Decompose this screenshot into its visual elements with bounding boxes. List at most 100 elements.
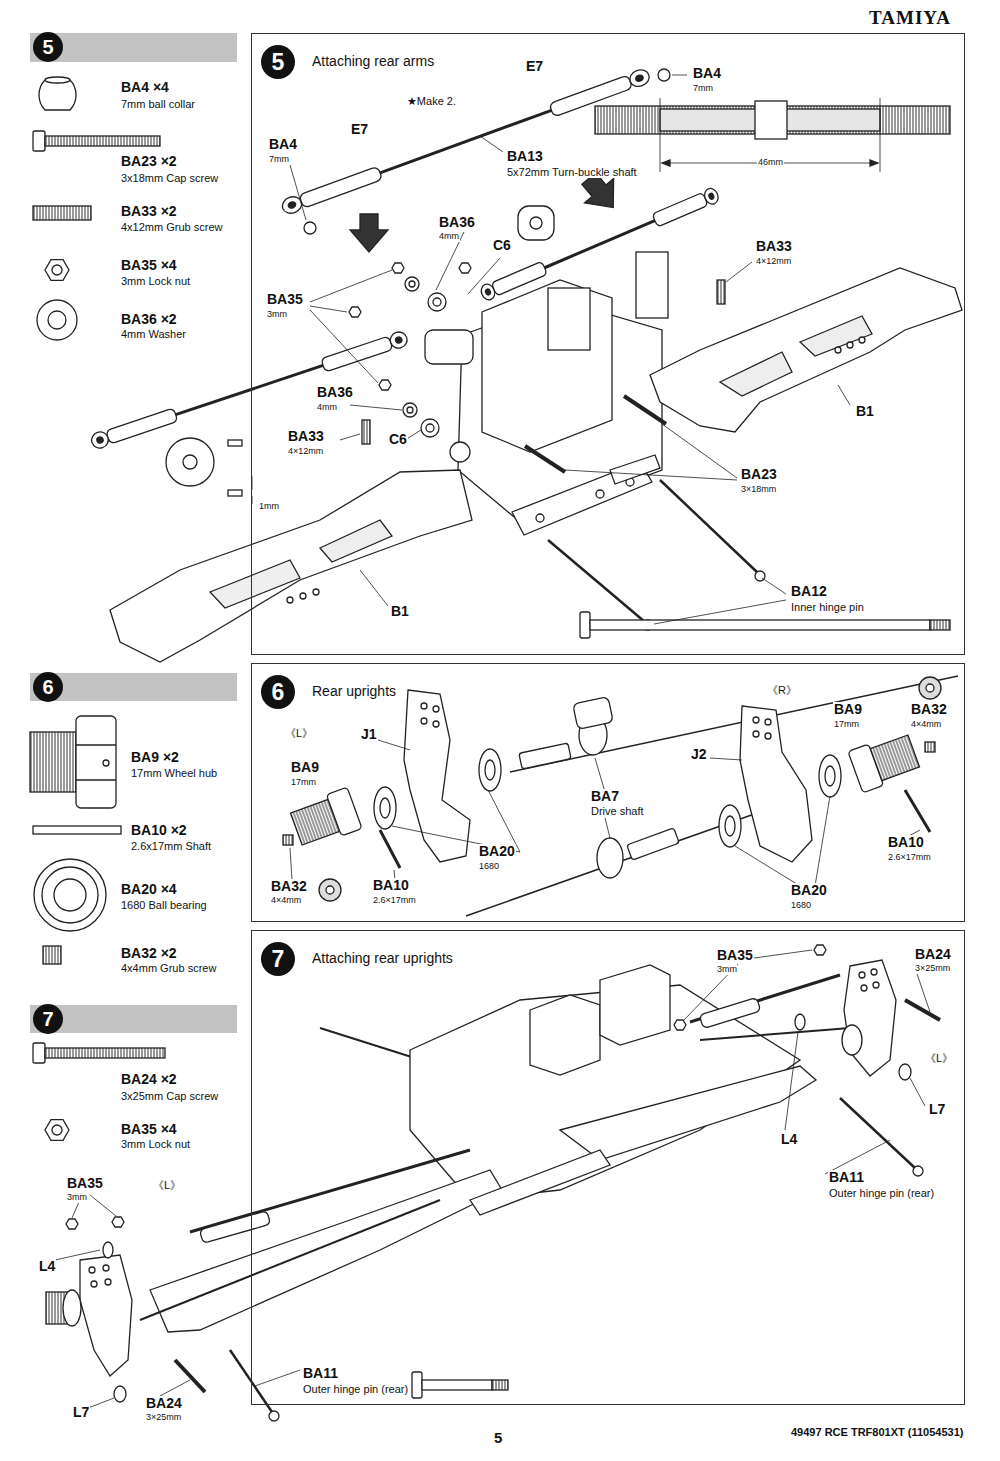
part-number: L4: [38, 1259, 56, 1274]
part-number: BA36 ×2: [120, 312, 178, 327]
part-note: 3x25mm Cap screw: [120, 1090, 219, 1102]
part-note: 1680 Ball bearing: [120, 899, 208, 911]
step-number: 7: [33, 1004, 63, 1034]
part-number: BA10 ×2: [130, 823, 188, 838]
step-title: Attaching rear uprights: [310, 950, 455, 966]
part-number: E7: [525, 59, 544, 74]
part-note: Outer hinge pin (rear): [302, 1383, 409, 1395]
dimension: 7mm: [268, 155, 290, 165]
dimension: 46mm: [757, 158, 784, 168]
part-note: 4x12mm Grub screw: [120, 221, 223, 233]
dimension: 1mm: [258, 502, 280, 512]
part-number: BA10: [372, 878, 410, 893]
part-number: BA35: [716, 948, 754, 963]
part-number: BA35: [266, 292, 304, 307]
document-code: 49497 RCE TRF801XT (11054531): [790, 1426, 964, 1438]
dimension: 2.6×17mm: [887, 853, 932, 863]
dimension: 1680: [790, 901, 812, 911]
part-note: 4x4mm Grub screw: [120, 962, 217, 974]
part-number: BA32 ×2: [120, 946, 178, 961]
part-number: BA9 ×2: [130, 750, 180, 765]
part-note: 17mm Wheel hub: [130, 767, 218, 779]
part-note: 3x18mm Cap screw: [120, 172, 219, 184]
step-number: 5: [33, 32, 63, 62]
dimension: 4mm: [438, 232, 460, 242]
step-band: 5: [30, 33, 237, 62]
part-number: L7: [72, 1405, 90, 1420]
part-note: 5x72mm Turn-buckle shaft: [506, 166, 638, 178]
uprights-illustration: [283, 676, 958, 916]
dimension: 3mm: [266, 310, 288, 320]
part-number: BA9: [833, 702, 863, 717]
part-number: C6: [388, 432, 408, 447]
part-number: BA20: [790, 883, 828, 898]
step-band: 7: [30, 1005, 237, 1033]
part-number: BA23 ×2: [120, 154, 178, 169]
part-number: BA23: [740, 467, 778, 482]
step-title: Rear uprights: [310, 683, 398, 699]
part-number: L7: [928, 1102, 946, 1117]
dimension: 4mm: [316, 403, 338, 413]
part-note: 《L》: [284, 727, 314, 739]
part-note: 《L》: [152, 1179, 182, 1191]
dimension: 3×25mm: [145, 1413, 182, 1423]
part-number: BA4: [692, 66, 722, 81]
part-number: BA35: [66, 1176, 104, 1191]
part-number: BA35 ×4: [120, 1122, 178, 1137]
part-number: BA10: [887, 835, 925, 850]
step-band: 6: [30, 673, 237, 701]
part-note: Inner hinge pin: [790, 601, 865, 613]
part-number: BA7: [590, 789, 620, 804]
part-number: BA24 ×2: [120, 1072, 178, 1087]
dimension: 3mm: [716, 965, 738, 975]
part-number: BA4: [268, 137, 298, 152]
part-number: BA24: [145, 1396, 183, 1411]
part-number: BA20 ×4: [120, 882, 178, 897]
part-number: C6: [492, 238, 512, 253]
step-number: 6: [261, 675, 295, 709]
dimension: 1680: [478, 862, 500, 872]
part-note: Outer hinge pin (rear): [828, 1187, 935, 1199]
dimension: 3mm: [66, 1193, 88, 1203]
part-number: BA20: [478, 844, 516, 859]
part-note: 3mm Lock nut: [120, 1138, 191, 1150]
step-title: Attaching rear arms: [310, 53, 436, 69]
part-note: 《R》: [766, 684, 798, 696]
part-note: 3mm Lock nut: [120, 275, 191, 287]
part-number: J2: [690, 747, 708, 762]
part-number: B1: [855, 404, 875, 419]
part-note: 2.6x17mm Shaft: [130, 840, 212, 852]
dimension: 3×18mm: [740, 485, 777, 495]
rear-arms-illustration: [89, 67, 962, 662]
part-number: BA33: [755, 239, 793, 254]
part-note: 《L》: [924, 1052, 954, 1064]
part-number: E7: [350, 122, 369, 137]
part-number: BA36: [438, 215, 476, 230]
dimension: 4×4mm: [910, 720, 942, 730]
dimension: 3×25mm: [914, 964, 951, 974]
brand-logo: TAMIYA: [868, 8, 952, 29]
step-number: 6: [33, 672, 63, 702]
part-note: Drive shaft: [590, 805, 645, 817]
dimension: 4×12mm: [287, 447, 324, 457]
part-note: 4mm Washer: [120, 328, 187, 340]
part-number: BA11: [302, 1366, 339, 1381]
part-number: BA9: [290, 760, 320, 775]
part-number: BA36: [316, 385, 354, 400]
part-number: BA24: [914, 947, 952, 962]
dimension: 4×12mm: [755, 257, 792, 267]
dimension: 2.6×17mm: [372, 896, 417, 906]
part-number: BA33: [287, 429, 325, 444]
part-number: BA11: [828, 1170, 865, 1185]
part-number: BA32: [910, 702, 948, 717]
part-number: BA12: [790, 584, 828, 599]
part-number: BA13: [506, 149, 544, 164]
part-number: B1: [390, 604, 410, 619]
part-note: 7mm ball collar: [120, 98, 196, 110]
part-number: J1: [360, 727, 378, 742]
step-panel: 7 Attaching rear uprights: [251, 930, 965, 1405]
dimension: 17mm: [290, 778, 317, 788]
part-number: BA35 ×4: [120, 258, 178, 273]
step-number: 7: [261, 942, 295, 976]
